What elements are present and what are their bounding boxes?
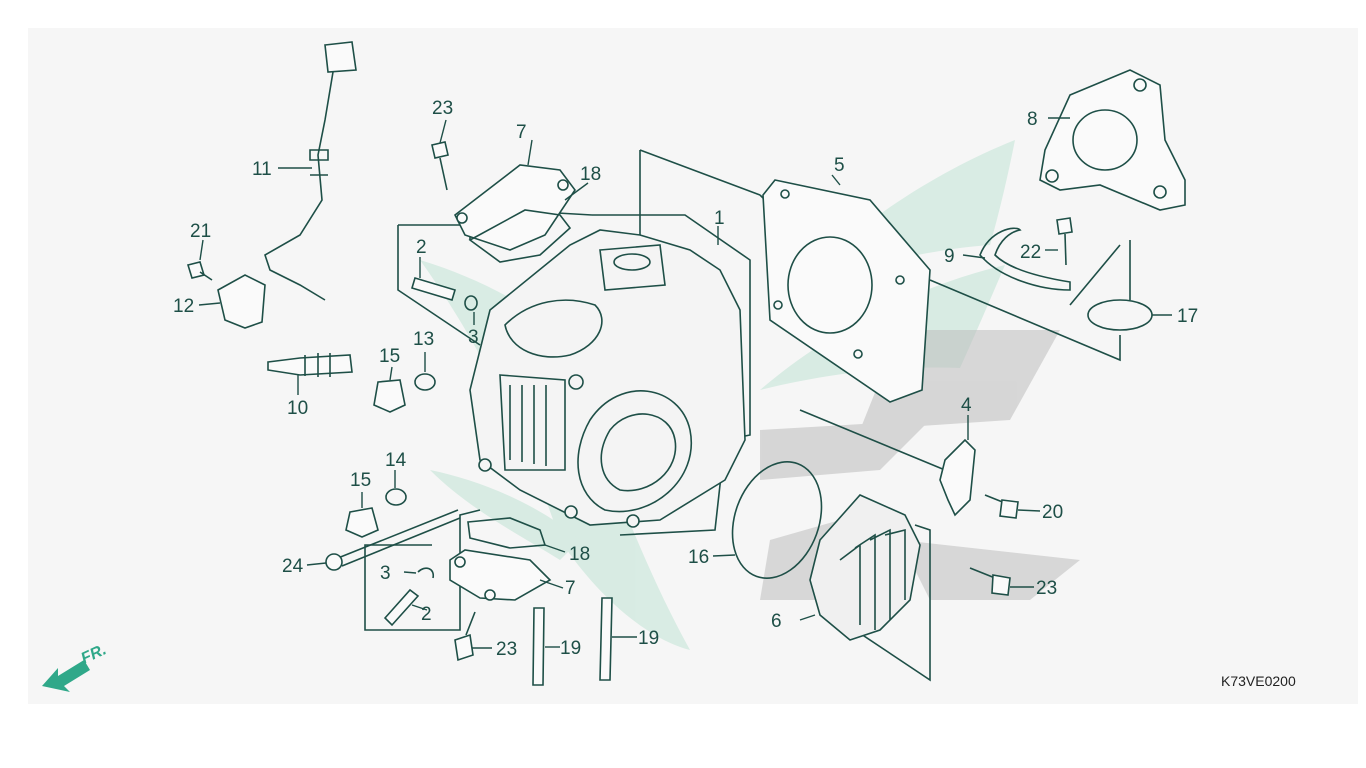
bracket-lines	[364, 149, 1131, 682]
o-ring-lower	[417, 567, 435, 579]
callout-18: 18	[580, 164, 601, 185]
leader-lines	[198, 117, 1172, 649]
callout-6: 6	[771, 611, 782, 632]
callout-4: 4	[961, 395, 972, 416]
bolt-22	[1056, 217, 1073, 266]
callout-5: 5	[834, 155, 845, 176]
callout-1: 1	[714, 208, 725, 229]
dowel-pin-upper	[411, 277, 456, 301]
callout-24: 24	[282, 556, 304, 577]
sensor-bracket	[217, 274, 266, 329]
front-direction-arrow-icon: FR.	[42, 641, 109, 692]
plug-bolt-lower	[345, 507, 379, 538]
callout-22: 22	[1020, 242, 1041, 263]
callout-2: 2	[416, 237, 427, 258]
bolt-21	[186, 261, 213, 281]
callout-8: 8	[1027, 109, 1038, 130]
valve-cover-lower	[449, 549, 552, 601]
cylinder-gasket	[762, 179, 931, 403]
callout-14: 14	[385, 450, 407, 471]
callout-15: 15	[350, 470, 371, 491]
side-cover-o-ring	[731, 461, 823, 579]
washer-13	[414, 373, 436, 391]
callout-23: 23	[432, 98, 453, 119]
o2-sensor-harness	[264, 41, 357, 301]
reference-code: K73VE0200	[1221, 673, 1296, 689]
callout-labels: 1 2 2 3 3 4 5 6 7 7 8 9 10 11 12 13 14 1…	[173, 98, 1198, 660]
callout-21: 21	[190, 221, 211, 242]
callout-19: 19	[560, 638, 581, 659]
cover-bracket	[939, 438, 976, 517]
callout-13: 13	[413, 329, 434, 350]
callout-10: 10	[287, 398, 308, 419]
manifold-o-ring	[1087, 299, 1153, 331]
bolt-23-top	[431, 141, 449, 191]
bolt-23-right	[969, 567, 1011, 596]
callout-7: 7	[565, 578, 576, 599]
cylinder-head	[469, 229, 746, 528]
callout-2: 2	[421, 604, 432, 625]
stud-bolt-left	[532, 607, 545, 686]
callout-23: 23	[496, 639, 517, 660]
bolt-20	[984, 494, 1019, 519]
stud-bolt-right	[599, 597, 613, 681]
front-marker-label: FR.	[79, 641, 110, 667]
callout-3: 3	[468, 327, 479, 348]
insulator-band	[979, 227, 1071, 291]
callout-19: 19	[638, 628, 659, 649]
long-stud-bolt	[337, 509, 461, 567]
callout-3: 3	[380, 563, 391, 584]
callout-23: 23	[1036, 578, 1057, 599]
callout-16: 16	[688, 547, 709, 568]
plug-bolt-upper	[373, 379, 406, 413]
dowel-pin-lower	[383, 588, 420, 627]
valve-cover-gasket-upper	[468, 209, 572, 263]
callout-7: 7	[516, 122, 527, 143]
callout-20: 20	[1042, 502, 1063, 523]
bolt-23-bottom	[454, 611, 476, 662]
intake-manifold	[1039, 69, 1186, 211]
callout-17: 17	[1177, 306, 1198, 327]
callout-18: 18	[569, 544, 590, 565]
o-ring-upper	[464, 295, 478, 311]
callout-15: 15	[379, 346, 400, 367]
side-cover	[809, 494, 921, 641]
callout-12: 12	[173, 296, 194, 317]
callout-9: 9	[944, 246, 955, 267]
valve-cover-upper	[453, 164, 576, 251]
washer-14	[385, 488, 407, 506]
callout-11: 11	[252, 159, 272, 180]
spark-plug	[267, 353, 353, 377]
